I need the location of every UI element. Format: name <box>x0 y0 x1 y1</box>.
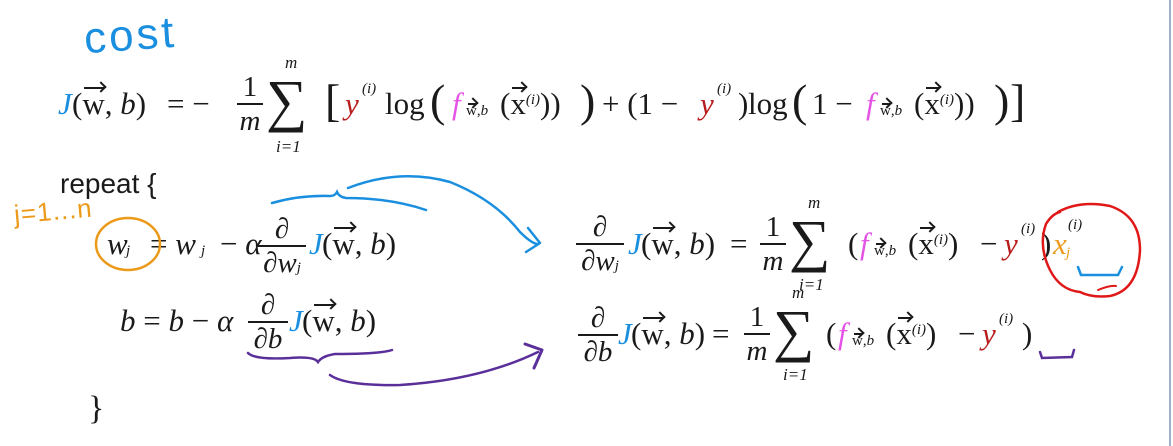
db-minus: − <box>958 316 976 351</box>
w-update-partial-fraction: ∂ ∂wj <box>258 214 306 279</box>
dwj-xj-sup: (i) <box>1068 217 1083 233</box>
db-J-args: (w, b) <box>631 316 706 351</box>
cost-f-sub-2: w,b <box>880 103 903 119</box>
cost-equals-minus: = − <box>167 86 210 121</box>
w-update-lhs-sub: j <box>126 243 131 259</box>
repeat-label: repeat { <box>60 168 157 199</box>
db-paren-close: ) <box>1022 316 1033 351</box>
db-partial-fraction: ∂ ∂b <box>578 303 618 368</box>
slide-right-edge <box>1169 0 1171 446</box>
cost-plus-one-minus: + (1 − <box>602 86 679 121</box>
purple-arrowhead-icon <box>523 342 544 370</box>
cost-paren-open-1: ( <box>430 75 446 126</box>
cost-sigma: ∑ <box>266 68 308 133</box>
cost-f-1: f <box>452 86 461 121</box>
dwj-one-over-m: 1 m <box>760 212 786 277</box>
db-sum-upper: m <box>792 283 805 302</box>
cost-log-2: log <box>748 86 788 121</box>
b-update-lhs: b = b − α <box>120 303 234 338</box>
dwj-paren-close: ) <box>1041 226 1052 261</box>
db-one-over-m: 1 m <box>744 302 770 367</box>
w-update-minus-alpha: − α <box>220 226 262 261</box>
purple-arrow-icon <box>328 350 540 387</box>
cost-handwritten-label: cost <box>82 7 179 64</box>
dwj-y-sup: (i) <box>1021 221 1036 237</box>
dwj-xj-sub: j <box>1066 245 1071 261</box>
blue-arrowhead-icon <box>524 226 542 254</box>
cost-one-minus: 1 − <box>812 86 853 121</box>
w-update-rhs-w: = w <box>150 226 196 261</box>
cost-f-2: f <box>866 86 875 121</box>
blue-brace-icon <box>270 188 428 212</box>
cost-J: J <box>58 86 72 121</box>
dwj-minus: − <box>980 226 998 261</box>
dwj-partial-fraction: ∂ ∂wj <box>576 212 624 277</box>
b-update-J: J <box>289 303 303 338</box>
j-range-handwritten: j=1...n <box>12 192 94 230</box>
w-update-J-args: (w, b) <box>322 226 397 261</box>
cost-close-bracket: ] <box>1010 75 1026 126</box>
db-J: J <box>618 316 632 351</box>
db-x-arg: (x(i)) <box>886 316 937 351</box>
cost-paren-close-1: ) <box>580 75 596 126</box>
dwj-sum-lower: i=1 <box>799 275 824 294</box>
dwj-sum-upper: m <box>808 193 821 212</box>
cost-sum-upper: m <box>285 53 298 72</box>
cost-y-2: y <box>700 86 714 121</box>
cost-paren-close-y: ) <box>738 86 749 121</box>
dwj-y: y <box>1004 226 1018 261</box>
cost-sum-lower: i=1 <box>276 137 301 156</box>
cost-f-sub-1: w,b <box>466 103 489 119</box>
purple-underline-placeholder-icon <box>1038 348 1076 360</box>
db-f-sub: w,b <box>852 333 875 349</box>
w-update-lhs: w <box>107 226 128 261</box>
red-circle-tail-icon <box>1097 284 1117 291</box>
dwj-paren-open: ( <box>848 226 859 261</box>
w-update-rhs-sub: j <box>201 243 206 259</box>
b-update-partial-fraction: ∂ ∂b <box>248 290 288 355</box>
cost-y-sup-2: (i) <box>717 81 732 97</box>
cost-y: y <box>345 86 359 121</box>
dwj-x-arg: (x(i)) <box>908 226 959 261</box>
db-y-sup: (i) <box>999 311 1014 327</box>
db-paren-open: ( <box>826 316 837 351</box>
db-y: y <box>982 316 996 351</box>
cost-paren-close-2: ) <box>994 75 1010 126</box>
db-sigma: ∑ <box>773 298 815 363</box>
dwj-J: J <box>628 226 642 261</box>
dwj-J-args: (w, b) <box>641 226 716 261</box>
blue-underline-xj-icon <box>1076 265 1124 277</box>
b-update-J-args: (w, b) <box>302 303 377 338</box>
cost-x-arg-1: (x(i))) <box>500 86 561 121</box>
cost-J-args: (w, b) <box>72 86 147 121</box>
cost-y-sup: (i) <box>362 81 377 97</box>
dwj-f: f <box>860 226 869 261</box>
repeat-close-brace: } <box>88 390 105 427</box>
cost-paren-open-2: ( <box>792 75 808 126</box>
dwj-xj: x <box>1053 226 1067 261</box>
db-f: f <box>838 316 847 351</box>
db-equals: = <box>712 316 730 351</box>
db-sum-lower: i=1 <box>783 365 808 384</box>
dwj-equals: = <box>730 226 748 261</box>
cost-open-bracket: [ <box>325 75 341 126</box>
cost-x-arg-2: (x(i))) <box>914 86 975 121</box>
cost-log-1: log <box>385 86 425 121</box>
dwj-sigma: ∑ <box>789 208 831 273</box>
dwj-f-sub: w,b <box>874 243 897 259</box>
cost-fraction: 1 m <box>237 72 263 137</box>
w-update-J: J <box>309 226 323 261</box>
